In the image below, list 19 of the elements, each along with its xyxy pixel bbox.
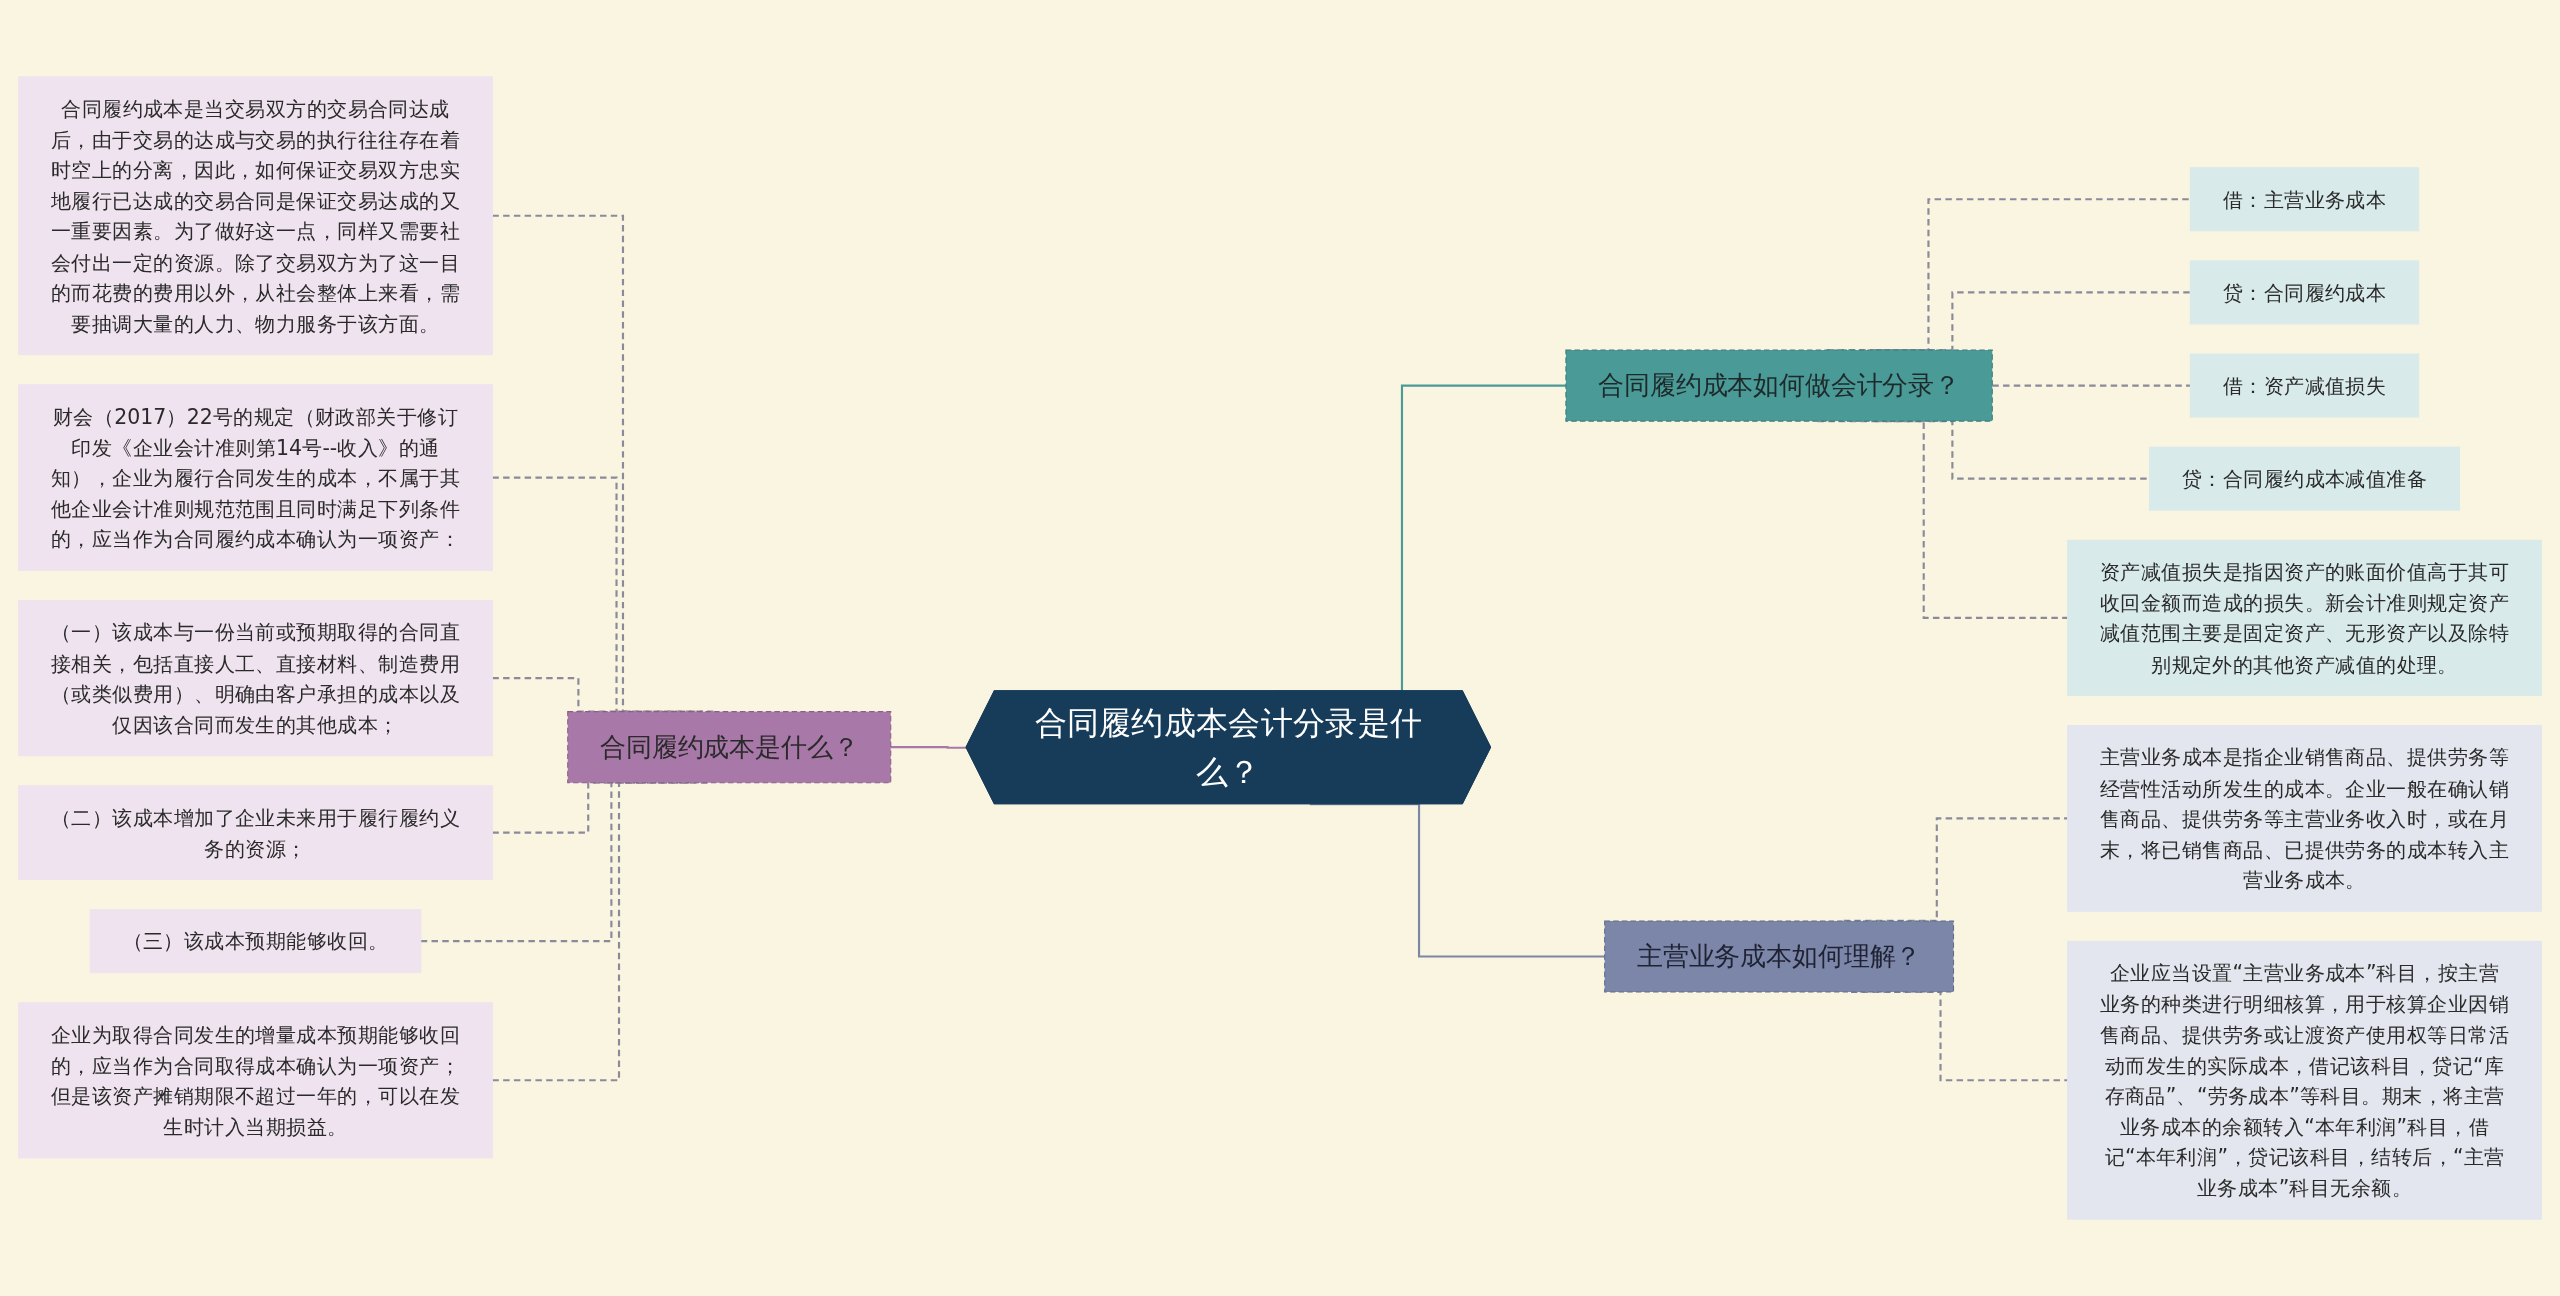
node-box (89, 909, 422, 974)
node-box (18, 384, 493, 571)
node-box (2148, 446, 2461, 511)
connector (1992, 384, 2191, 387)
connector (890, 746, 967, 749)
node-box (2067, 539, 2542, 696)
node-box (2189, 353, 2420, 418)
node-box (2189, 167, 2420, 232)
node-box (2067, 725, 2542, 912)
node-box (1565, 349, 1993, 422)
node-box (2189, 260, 2420, 325)
node-box (18, 76, 493, 356)
node-box (1604, 920, 1955, 993)
node-box (2067, 940, 2542, 1220)
node-box (18, 1002, 493, 1159)
connector (1309, 803, 1605, 958)
node-box (567, 711, 892, 784)
node-box (18, 785, 493, 881)
node-box (18, 600, 493, 757)
